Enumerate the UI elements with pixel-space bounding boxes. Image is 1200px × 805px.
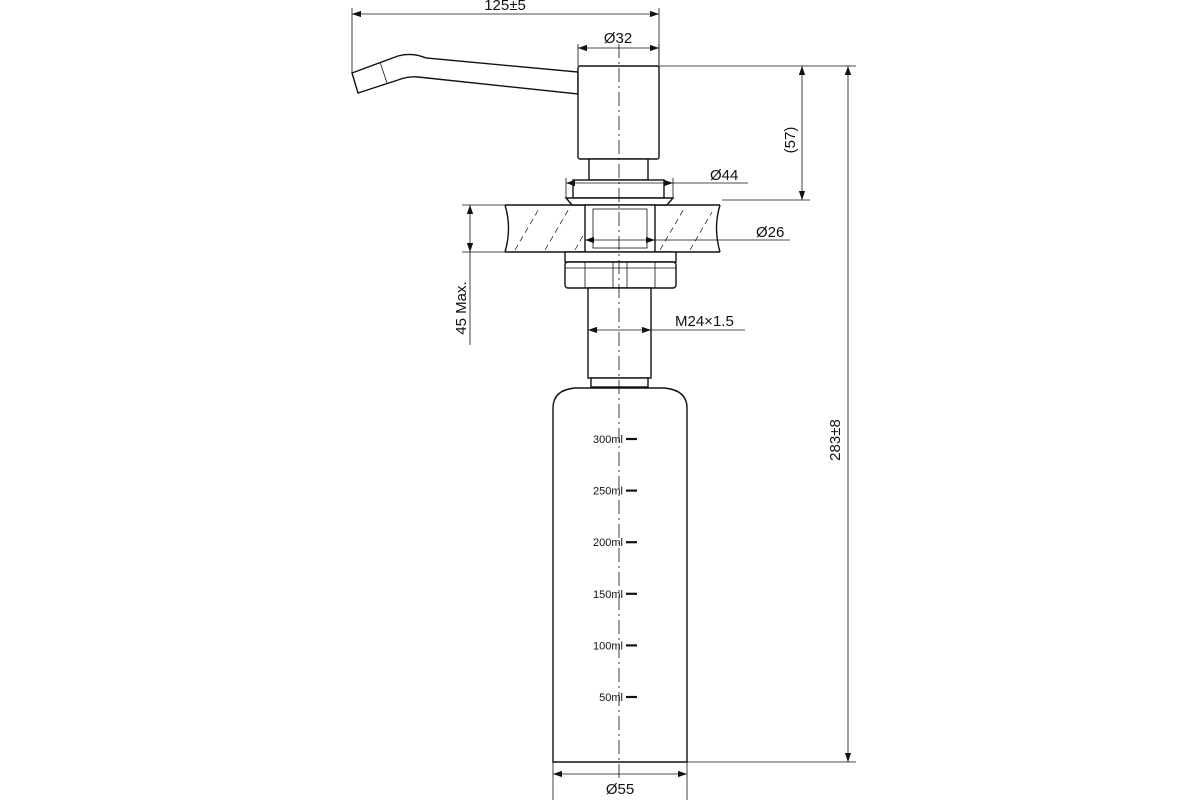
total-height-dimension: 283±8: [687, 65, 856, 763]
thread-label: M24×1.5: [675, 313, 734, 330]
thread-tube: [587, 287, 652, 388]
flange-diameter-label: Ø44: [710, 167, 738, 184]
spout-length-label: 125±5: [484, 0, 526, 14]
pump-head: [351, 53, 660, 181]
shank: [584, 204, 656, 253]
head-height-dimension: (57): [659, 65, 810, 201]
scale-label: 200ml: [593, 537, 623, 549]
flange: [564, 179, 675, 206]
scale-label: 250ml: [593, 486, 623, 498]
counter-thickness-dimension: 45 Max.: [453, 204, 505, 345]
pump-head-diameter-dimension: Ø32: [577, 30, 660, 66]
scale-label: 100ml: [593, 640, 623, 652]
scale-label: 150ml: [593, 589, 623, 601]
thread-dimension: M24×1.5: [588, 313, 745, 334]
pump-head-diameter-label: Ø32: [604, 30, 632, 47]
bottle-diameter-label: Ø55: [606, 781, 634, 798]
total-height-label: 283±8: [827, 419, 844, 461]
head-height-label: (57): [782, 127, 799, 154]
volume-scale: 300ml 250ml 200ml 150ml 100ml 50ml: [593, 434, 637, 704]
scale-label: 50ml: [599, 692, 623, 704]
counter-thickness-label: 45 Max.: [453, 281, 470, 334]
flange-diameter-dimension: Ø44: [565, 167, 748, 198]
hole-diameter-label: Ø26: [756, 224, 784, 241]
hole-diameter-dimension: Ø26: [585, 224, 790, 244]
bottle-diameter-dimension: Ø55: [552, 762, 688, 800]
nut: [564, 251, 677, 289]
bottle: 300ml 250ml 200ml 150ml 100ml 50ml: [552, 387, 688, 763]
spout-length-dimension: 125±5: [351, 0, 660, 73]
scale-label: 300ml: [593, 434, 623, 446]
countertop-hatch: [514, 206, 713, 251]
